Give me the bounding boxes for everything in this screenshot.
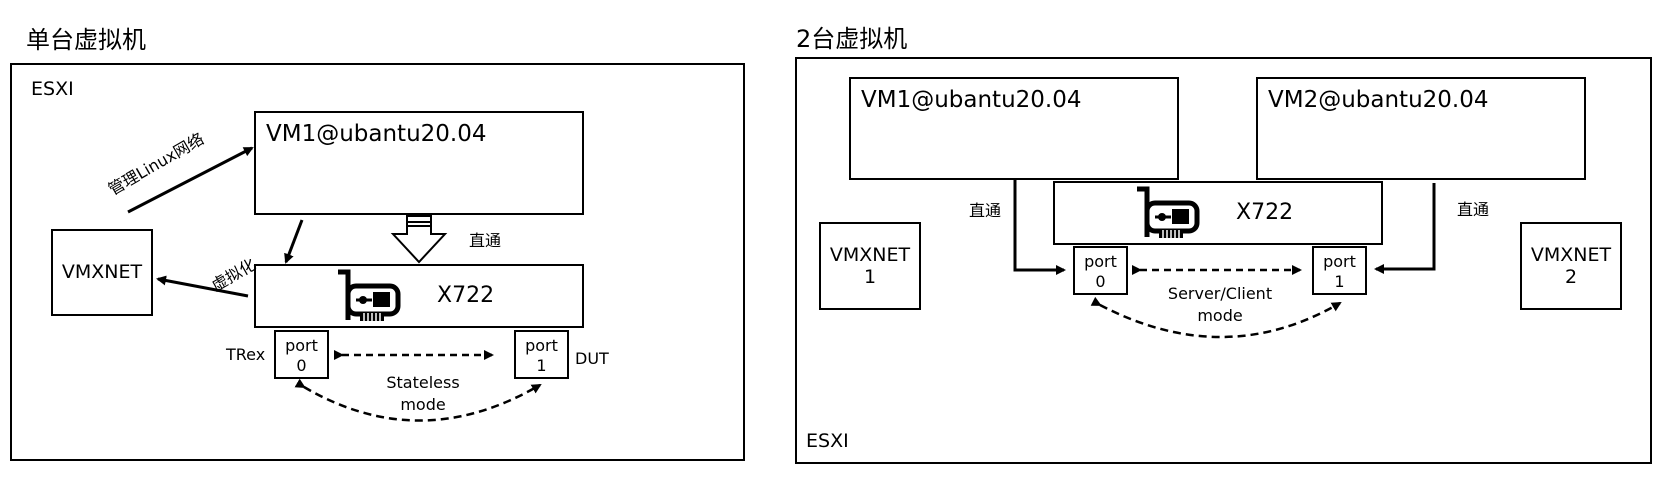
right-vm2-label: VM2@ubantu20.04 <box>1268 87 1489 113</box>
left-diagram-arrows <box>127 146 542 422</box>
passthrough-block-arrow <box>390 215 448 264</box>
right-vm2-box: VM2@ubantu20.04 <box>1256 77 1586 180</box>
vm1-passthrough-arrow <box>1013 180 1066 275</box>
left-vm1-label: VM1@ubantu20.04 <box>266 121 487 147</box>
right-mode-curve-arrow <box>1090 296 1342 339</box>
left-esxi-label: ESXI <box>31 78 74 100</box>
left-trex-label: TRex <box>226 345 266 364</box>
left-nic-label: X722 <box>437 283 495 308</box>
right-vm1-label: VM1@ubantu20.04 <box>861 87 1082 113</box>
left-passthrough-label: 直通 <box>469 231 502 250</box>
left-dut-label: DUT <box>575 349 609 368</box>
left-diagram-title: 单台虚拟机 <box>26 26 146 54</box>
right-diagram-title: 2台虚拟机 <box>796 25 908 53</box>
vmxnet-arrow <box>156 275 249 298</box>
vm2-passthrough-arrow <box>1374 183 1436 274</box>
right-passthrough-left-label: 直通 <box>969 201 1002 220</box>
right-nic-box: X722 <box>1053 181 1383 245</box>
left-vm1-box: VM1@ubantu20.04 <box>254 111 584 215</box>
left-nic-box: X722 <box>254 264 584 328</box>
right-nic-label: X722 <box>1236 200 1294 225</box>
left-mode-curve-arrow <box>294 378 542 422</box>
right-passthrough-right-label: 直通 <box>1457 200 1490 219</box>
right-vm1-box: VM1@ubantu20.04 <box>849 77 1179 180</box>
right-esxi-label: ESXI <box>806 430 849 452</box>
network-card-icon <box>338 269 401 321</box>
mgmt-arrow <box>127 146 254 214</box>
left-vmxnet-label: VMXNET <box>61 261 143 283</box>
virt-arrow <box>284 219 304 264</box>
network-card-icon <box>1137 186 1200 238</box>
left-vmxnet-box: VMXNET <box>51 229 153 316</box>
